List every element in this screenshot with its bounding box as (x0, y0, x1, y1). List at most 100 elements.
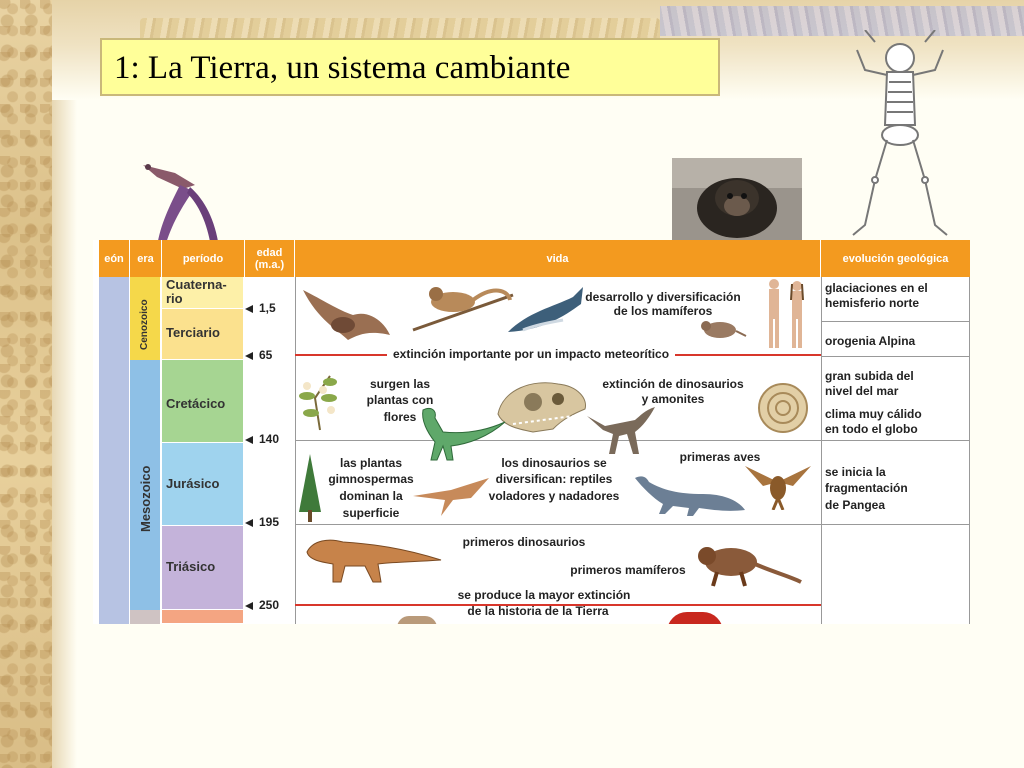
grid-line (295, 277, 296, 624)
header-vida: vida (295, 240, 821, 277)
geo-orogenia: orogenia Alpina (825, 334, 916, 348)
geo-pangea-2: fragmentación (825, 481, 908, 495)
vida-plantas-flores-3: flores (383, 410, 417, 424)
header-edad-line1: edad (256, 246, 283, 259)
era-cenozoico-label: Cenozoico (139, 299, 150, 350)
age-value: 250 (259, 598, 280, 612)
slide-title-box: 1: La Tierra, un sistema cambiante (100, 38, 720, 96)
age-value: 65 (259, 348, 273, 362)
era-mesozoico-cell (130, 360, 160, 610)
period-terciario: Terciario (162, 309, 243, 360)
geo-subida-1: gran subida del (825, 369, 914, 383)
conifer-image (299, 454, 321, 522)
triassic-reptile-image (306, 539, 442, 583)
period-jurasico-label: Jurásico (166, 476, 220, 491)
period-jurasico: Jurásico (162, 443, 243, 526)
plesiosaur-image (635, 476, 745, 516)
age-arrow-icon (245, 435, 253, 444)
geologic-timescale-table: eón era período edad (m.a.) vida evoluci… (93, 240, 970, 624)
age-value: 1,5 (259, 301, 276, 315)
header-era: era (130, 240, 162, 277)
era-mesozoico-label: Mesozoico (138, 465, 153, 532)
age-195: 195 (245, 515, 279, 529)
monkey-image (412, 287, 514, 332)
vida-dino-div-3: voladores y nadadores (488, 489, 620, 503)
skeleton-image (852, 30, 948, 236)
next-period-creature-image (667, 612, 723, 624)
era-paleozoico-cell (130, 610, 160, 624)
header-evolucion: evolución geológica (821, 240, 970, 277)
vida-dino-div-1: los dinosaurios se (501, 456, 607, 470)
period-cuaternario-line1: Cuaterna- (166, 277, 227, 292)
age-arrow-icon (245, 518, 253, 527)
age-250: 250 (245, 598, 279, 612)
vida-plantas-flores-1: surgen las (369, 377, 431, 391)
vida-mamiferos-line1: desarrollo y diversificación (585, 290, 741, 304)
eon-column (99, 277, 129, 624)
period-paleozoico-next (162, 610, 243, 624)
age-value: 195 (259, 515, 280, 529)
period-triasico-label: Triásico (166, 559, 216, 574)
vida-plantas-flores-2: plantas con (366, 393, 434, 407)
age-140: 140 (245, 432, 279, 446)
header-periodo: período (162, 240, 245, 277)
period-cretacico: Cretácico (162, 360, 243, 443)
pteranodon-image (413, 478, 489, 516)
parchment-border-left (0, 0, 52, 768)
geo-glaciaciones-1: glaciaciones en el (825, 281, 928, 295)
grid-line (821, 321, 970, 322)
vida-primeros-dino: primeros dinosaurios (462, 535, 586, 549)
header-eon: eón (99, 240, 130, 277)
rodent-image (701, 321, 747, 338)
header-edad: edad (m.a.) (245, 240, 295, 277)
humans-image (769, 279, 804, 348)
vida-extincion-meteorito: extinción importante por un impacto mete… (387, 347, 676, 361)
archaeopteryx-image (745, 466, 811, 510)
vida-gimno-3: dominan la (339, 489, 403, 503)
vida-primeros-mamiferos: primeros mamíferos (570, 563, 686, 577)
age-arrow-icon (245, 351, 253, 360)
era-cenozoico-cell (130, 277, 160, 360)
early-mammal-image (698, 547, 802, 587)
vida-mayor-ext-2: de la historia de la Tierra (467, 604, 609, 618)
vida-gimno-2: gimnospermas (328, 472, 414, 486)
grid-line (969, 277, 970, 624)
age-arrow-icon (245, 601, 253, 610)
flowering-plant-image (299, 375, 337, 431)
grid-line (821, 277, 822, 624)
vida-ext-dino-2: y amonites (641, 392, 705, 406)
raptor-image (587, 407, 655, 454)
vida-mayor-ext-1: se produce la mayor extinción (438, 588, 650, 602)
grid-line (295, 524, 970, 525)
age-value: 140 (259, 432, 280, 446)
age-1-5: 1,5 (245, 301, 276, 315)
vida-gimno-1: las plantas (339, 456, 403, 470)
vida-dino-div-2: diversifican: reptiles (495, 472, 613, 486)
period-cuaternario: Cuaterna- rio (162, 277, 243, 309)
ammonite-image (758, 383, 808, 433)
geo-clima-2: en todo el globo (825, 422, 918, 436)
extinction-line-pt (295, 604, 821, 606)
pterosaur-image (143, 164, 219, 247)
next-period-creature-image-left (397, 616, 437, 624)
vida-ext-dino-1: extinción de dinosaurios (602, 377, 744, 391)
header-edad-line2: (m.a.) (254, 258, 285, 271)
geo-glaciaciones-2: hemisferio norte (825, 296, 920, 310)
age-65: 65 (245, 348, 272, 362)
green-dinosaur-image (422, 407, 506, 461)
slide-title: 1: La Tierra, un sistema cambiante (114, 50, 571, 86)
bat-image (303, 290, 390, 340)
period-cretacico-label: Cretácico (166, 396, 226, 411)
grid-line (821, 356, 970, 357)
geo-pangea-1: se inicia la (825, 465, 886, 479)
age-arrow-icon (245, 304, 253, 313)
period-cuaternario-line2: rio (166, 291, 183, 306)
period-terciario-label: Terciario (166, 325, 220, 340)
geo-clima-1: clima muy cálido (825, 407, 922, 421)
vida-mamiferos-line2: de los mamíferos (613, 304, 713, 318)
dinosaur-skull-image (497, 382, 587, 433)
period-triasico: Triásico (162, 526, 243, 610)
geo-pangea-3: de Pangea (825, 498, 886, 512)
geo-subida-2: nivel del mar (825, 384, 899, 398)
vida-aves: primeras aves (679, 450, 761, 464)
